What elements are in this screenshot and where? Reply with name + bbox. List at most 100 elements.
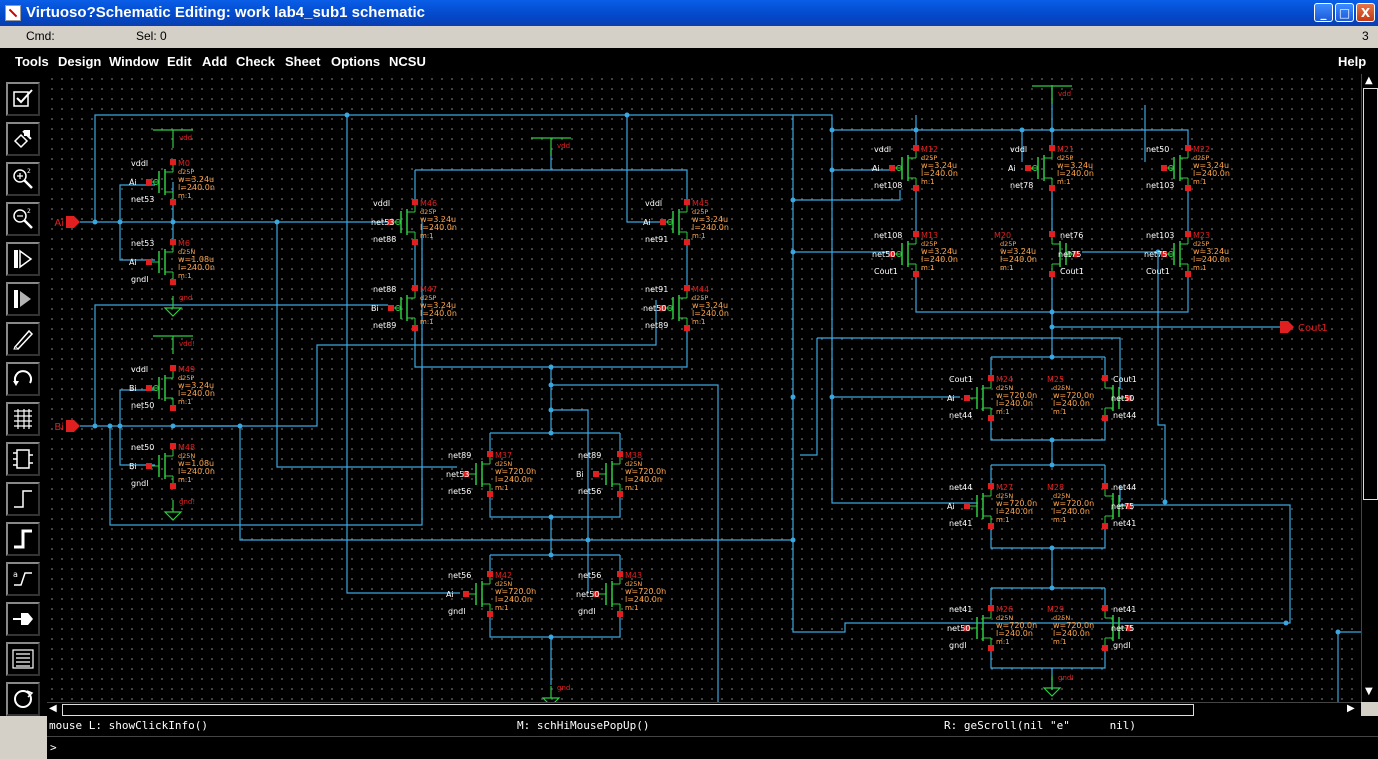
device-model: d25N <box>996 492 1013 500</box>
wire-11[interactable] <box>173 425 793 541</box>
wire-15[interactable] <box>346 115 460 594</box>
wire-43[interactable] <box>793 190 901 201</box>
wire-9[interactable] <box>119 389 155 426</box>
wire-42[interactable] <box>831 130 978 504</box>
wire-14[interactable] <box>276 222 457 468</box>
pin-bi[interactable]: Bi <box>54 420 80 433</box>
wire-8[interactable] <box>109 222 423 526</box>
transistor-m24[interactable] <box>964 375 994 421</box>
wire-16[interactable] <box>415 169 688 200</box>
transistor-m12[interactable] <box>889 145 919 191</box>
menu-options[interactable]: Options <box>331 54 381 69</box>
property-icon[interactable] <box>6 402 40 436</box>
wire-3[interactable] <box>119 184 155 222</box>
menu-tools[interactable]: Tools <box>15 54 49 69</box>
wire-22[interactable] <box>626 115 666 223</box>
wire-28[interactable] <box>489 495 621 518</box>
wire-41[interactable] <box>792 115 1291 633</box>
transistor-m37[interactable] <box>463 451 493 497</box>
device-width: w=3.24u <box>1057 161 1093 170</box>
device-width: w=3.24u <box>1000 247 1036 256</box>
undo-icon[interactable] <box>6 362 40 396</box>
transistor-m42[interactable] <box>463 571 493 617</box>
pencil-icon[interactable] <box>6 322 40 356</box>
wire-narrow-icon[interactable] <box>6 482 40 516</box>
menu-sheet[interactable]: Sheet <box>285 54 321 69</box>
wire-7[interactable] <box>94 304 388 426</box>
wire-35[interactable] <box>551 409 589 593</box>
transistor-m23[interactable] <box>1161 231 1191 277</box>
save-icon[interactable] <box>6 122 40 156</box>
transistor-m25[interactable] <box>1102 375 1132 421</box>
wire-20[interactable] <box>414 330 688 368</box>
wire-4[interactable] <box>119 222 155 261</box>
close-button[interactable]: X <box>1356 3 1375 22</box>
wire-1[interactable] <box>94 114 833 222</box>
transistor-m26[interactable] <box>964 605 994 651</box>
transistor-m48[interactable] <box>146 443 176 489</box>
wire-69[interactable] <box>800 338 818 456</box>
instance-icon[interactable] <box>6 442 40 476</box>
wire-12[interactable] <box>173 300 657 427</box>
pin-cout1[interactable]: Cout1 <box>1280 321 1328 334</box>
wire-wide-icon[interactable] <box>6 522 40 556</box>
wire-66[interactable] <box>990 650 1106 669</box>
wire-50[interactable] <box>1051 275 1280 328</box>
stretch-icon[interactable] <box>6 242 40 276</box>
menu-window[interactable]: Window <box>109 54 159 69</box>
transistor-m44[interactable] <box>660 285 690 331</box>
wire-36[interactable] <box>832 129 1189 145</box>
transistor-m45[interactable] <box>660 199 690 245</box>
transistor-m20[interactable] <box>1049 231 1079 277</box>
wire-52[interactable] <box>1082 251 1166 502</box>
transistor-m43[interactable] <box>593 571 623 617</box>
scroll-down-icon[interactable]: ▼ <box>1365 686 1373 697</box>
menu-ncsu[interactable]: NCSU <box>389 54 426 69</box>
wire-10[interactable] <box>119 426 155 466</box>
repeat-icon[interactable] <box>6 682 40 716</box>
label-icon[interactable]: a <box>6 562 40 596</box>
transistor-m47[interactable] <box>388 285 418 331</box>
menu-edit[interactable]: Edit <box>167 54 192 69</box>
scroll-left-icon[interactable]: ◀ <box>49 703 57 714</box>
menu-help[interactable]: Help <box>1338 54 1367 69</box>
minimize-button[interactable]: _ <box>1314 3 1333 22</box>
menu-add[interactable]: Add <box>202 54 228 69</box>
vertical-scroll-thumb[interactable] <box>1363 88 1378 500</box>
scroll-right-icon[interactable]: ▶ <box>1347 703 1355 714</box>
horizontal-scrollbar[interactable]: ◀ ▶ <box>47 702 1361 717</box>
transistor-m29[interactable] <box>1102 605 1132 651</box>
zoom-out-icon[interactable]: 2 <box>6 202 40 236</box>
check-and-save-icon[interactable] <box>6 82 40 116</box>
wire-61[interactable] <box>990 528 1106 549</box>
pin-icon[interactable] <box>6 602 40 636</box>
wire-56[interactable] <box>990 420 1106 441</box>
maximize-button[interactable]: □ <box>1335 3 1354 22</box>
transistor-m38[interactable] <box>593 451 623 497</box>
transistor-m21[interactable] <box>1025 145 1055 191</box>
menu-check[interactable]: Check <box>236 54 276 69</box>
transistor-m6[interactable] <box>146 239 176 285</box>
wire-68[interactable] <box>817 337 1121 389</box>
wire-33[interactable] <box>489 615 621 638</box>
vertical-scrollbar[interactable]: ▲ ▼ <box>1361 74 1378 702</box>
horizontal-scroll-thumb[interactable] <box>62 704 1194 716</box>
transistor-m0[interactable] <box>146 159 176 205</box>
device-name-m44: M44 <box>692 285 709 294</box>
menu-design[interactable]: Design <box>58 54 102 69</box>
wire-24[interactable] <box>551 384 719 702</box>
cmd-options-icon[interactable] <box>6 642 40 676</box>
transistor-m28[interactable] <box>1102 483 1132 529</box>
scroll-up-icon[interactable]: ▲ <box>1365 75 1373 86</box>
transistor-m22[interactable] <box>1161 145 1191 191</box>
transistor-m13[interactable] <box>889 231 919 277</box>
transistor-m46[interactable] <box>388 199 418 245</box>
copy-icon[interactable] <box>6 282 40 316</box>
transistor-m49[interactable] <box>146 365 176 411</box>
command-line[interactable]: > <box>47 736 1378 759</box>
transistor-m27[interactable] <box>964 483 994 529</box>
pin-ai[interactable]: Ai <box>54 216 80 229</box>
zoom-in-icon[interactable]: 2 <box>6 162 40 196</box>
